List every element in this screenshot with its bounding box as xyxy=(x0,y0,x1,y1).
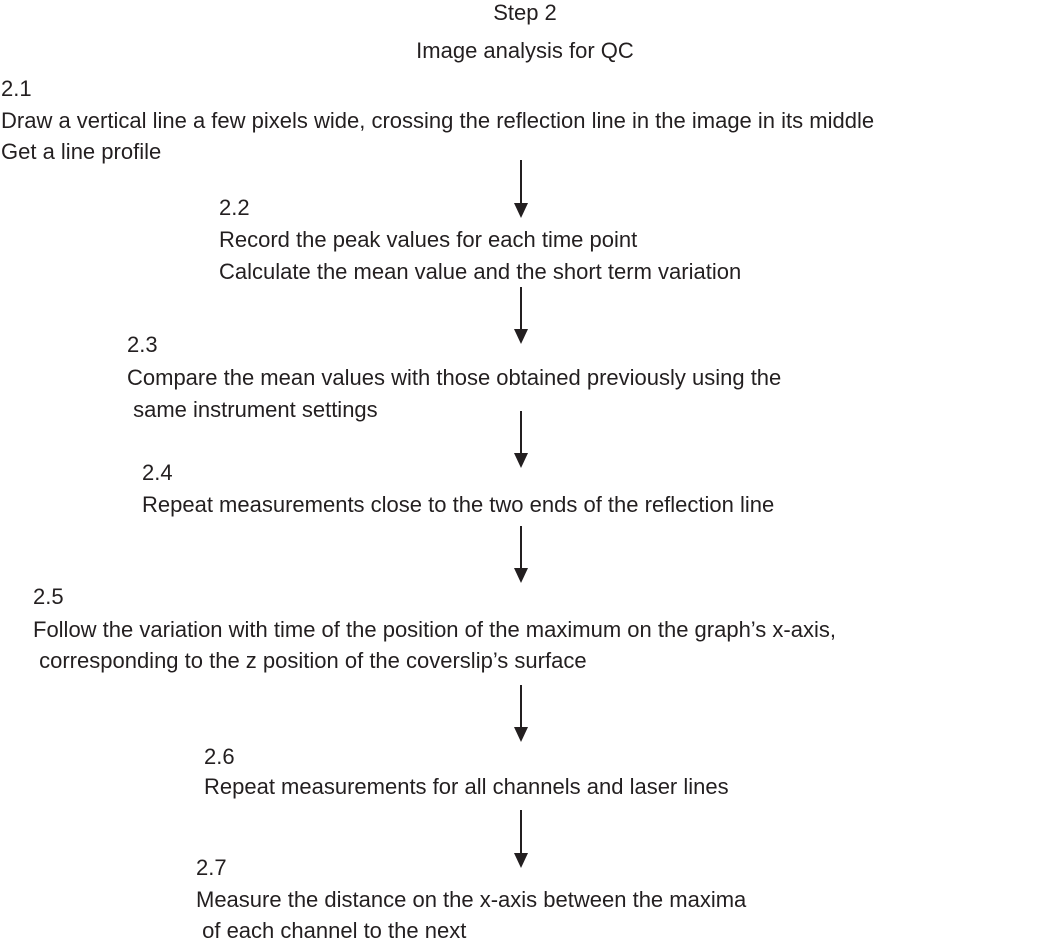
down-arrow-icon xyxy=(514,160,528,218)
step-text-line: of each channel to the next xyxy=(196,918,467,943)
step-number: 2.2 xyxy=(219,195,250,220)
down-arrow-icon xyxy=(514,685,528,742)
step-number: 2.3 xyxy=(127,332,158,357)
down-arrow-icon xyxy=(514,411,528,468)
step-number: 2.6 xyxy=(204,744,235,769)
step-text-line: Compare the mean values with those obtai… xyxy=(127,365,782,390)
step-text-line: Repeat measurements close to the two end… xyxy=(142,492,775,517)
step-number: 2.7 xyxy=(196,855,227,880)
step-number: 2.4 xyxy=(142,460,173,485)
step-text-line: corresponding to the z position of the c… xyxy=(33,648,587,673)
step-number: 2.1 xyxy=(1,76,32,101)
step-text-line: Repeat measurements for all channels and… xyxy=(204,774,729,799)
step-text-line: Measure the distance on the x-axis betwe… xyxy=(196,887,747,912)
diagram-title: Step 2 xyxy=(493,0,557,25)
step-text-line: Calculate the mean value and the short t… xyxy=(219,259,742,284)
step-text-line: Record the peak values for each time poi… xyxy=(219,227,638,252)
down-arrow-icon xyxy=(514,526,528,583)
diagram-subtitle: Image analysis for QC xyxy=(416,38,634,63)
step-number: 2.5 xyxy=(33,584,64,609)
step-text-line: Follow the variation with time of the po… xyxy=(33,617,836,642)
down-arrow-icon xyxy=(514,287,528,344)
down-arrow-icon xyxy=(514,810,528,868)
step-text-line: same instrument settings xyxy=(127,397,378,422)
step-text-line: Get a line profile xyxy=(1,139,162,164)
step-text-line: Draw a vertical line a few pixels wide, … xyxy=(1,108,875,133)
